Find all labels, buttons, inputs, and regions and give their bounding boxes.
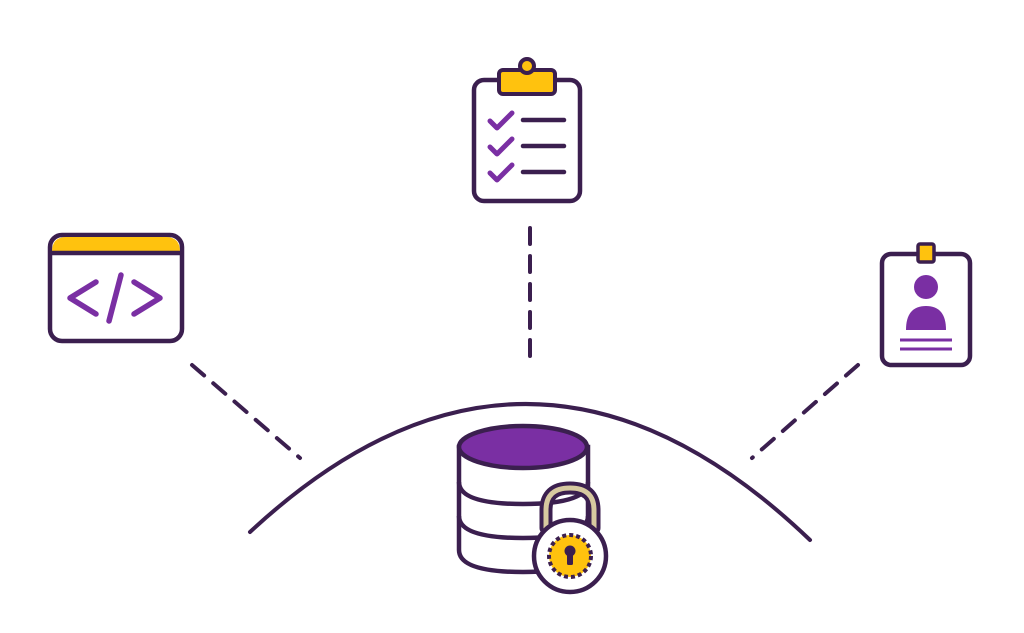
check-icon	[487, 136, 515, 157]
check-icon	[487, 110, 515, 131]
dome-arc	[248, 402, 812, 542]
person-body-icon	[906, 306, 946, 330]
person-head-icon	[914, 275, 938, 299]
connector-right	[750, 363, 860, 460]
code-brackets-glyph	[67, 272, 163, 324]
clipboard-checklist-icon	[471, 57, 583, 204]
padlock-icon	[531, 481, 609, 595]
check-icon	[487, 162, 515, 183]
connector-left	[190, 363, 302, 460]
code-window-icon	[47, 232, 185, 344]
id-badge-icon	[879, 242, 973, 368]
